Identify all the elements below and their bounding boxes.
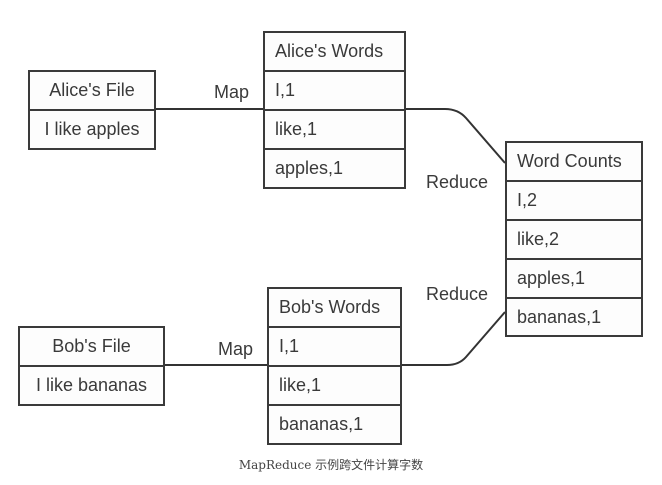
alice-words-row: apples,1 (275, 158, 344, 178)
word-counts-row: I,2 (507, 182, 641, 221)
alice-words-row: like,1 (265, 111, 404, 150)
word-counts-title: Word Counts (507, 143, 641, 182)
alice-words-title: Alice's Words (265, 33, 404, 72)
bob-file-title: Bob's File (20, 328, 163, 367)
bob-reduce-edge (401, 311, 506, 366)
word-counts-row: bananas,1 (517, 307, 602, 327)
word-counts-row: like,2 (507, 221, 641, 260)
alice-reduce-edge (405, 108, 506, 164)
figure-caption: MapReduce 示例跨文件计算字数 (238, 458, 424, 472)
alice-map-label: Map (214, 82, 250, 102)
alice-reduce-label: Reduce (426, 172, 489, 192)
alice-file-title: Alice's File (30, 72, 154, 111)
alice-file-content: I like apples (44, 119, 140, 139)
word-counts-box: Word Counts I,2 like,2 apples,1 bananas,… (505, 141, 643, 337)
word-counts-row: apples,1 (507, 260, 641, 299)
alice-file-box: Alice's File I like apples (28, 70, 156, 150)
bob-file-content: I like bananas (35, 375, 148, 395)
bob-words-row: bananas,1 (279, 414, 364, 434)
bob-words-row: like,1 (269, 367, 400, 406)
bob-words-box: Bob's Words I,1 like,1 bananas,1 (267, 287, 402, 445)
bob-reduce-label: Reduce (426, 284, 489, 304)
bob-map-label: Map (218, 339, 254, 359)
alice-words-box: Alice's Words I,1 like,1 apples,1 (263, 31, 406, 189)
alice-words-row: I,1 (265, 72, 404, 111)
bob-words-row: I,1 (269, 328, 400, 367)
bob-words-title: Bob's Words (269, 289, 400, 328)
bob-file-box: Bob's File I like bananas (18, 326, 165, 406)
